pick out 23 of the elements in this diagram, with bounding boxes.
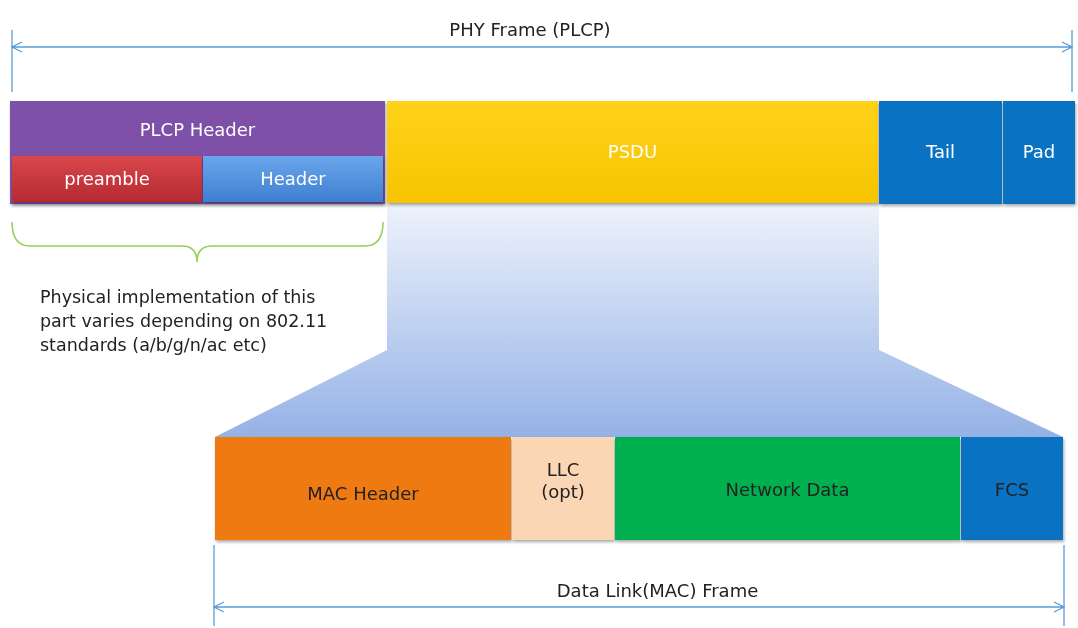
frame-field xyxy=(387,101,878,203)
frame-field xyxy=(879,101,1002,204)
field-label: FCS xyxy=(993,479,1031,501)
frame-field xyxy=(961,437,1063,540)
dimension-label: PHY Frame (PLCP) xyxy=(448,19,612,41)
note-text: Physical implementation of this part varies depending on 802.11 standards (a/b/g/n/ac etc) xyxy=(40,286,329,357)
field-label: Header xyxy=(259,168,327,190)
frame-field xyxy=(10,101,385,204)
frame-field xyxy=(1003,101,1075,204)
field-label: Network Data xyxy=(724,479,851,501)
field-label: PLCP Header xyxy=(138,119,257,141)
field-label: MAC Header xyxy=(306,483,420,505)
frame-field xyxy=(615,437,960,540)
frame-field xyxy=(215,437,511,540)
field-label: PSDU xyxy=(606,141,659,163)
dimension-label: Data Link(MAC) Frame xyxy=(555,580,760,602)
field-label: Tail xyxy=(924,141,957,163)
subfield xyxy=(203,156,383,202)
subfield xyxy=(12,156,202,202)
field-label: LLC (opt) xyxy=(540,459,586,503)
frame-field xyxy=(512,437,614,540)
field-label: Pad xyxy=(1021,141,1057,163)
field-label: preamble xyxy=(63,168,151,190)
